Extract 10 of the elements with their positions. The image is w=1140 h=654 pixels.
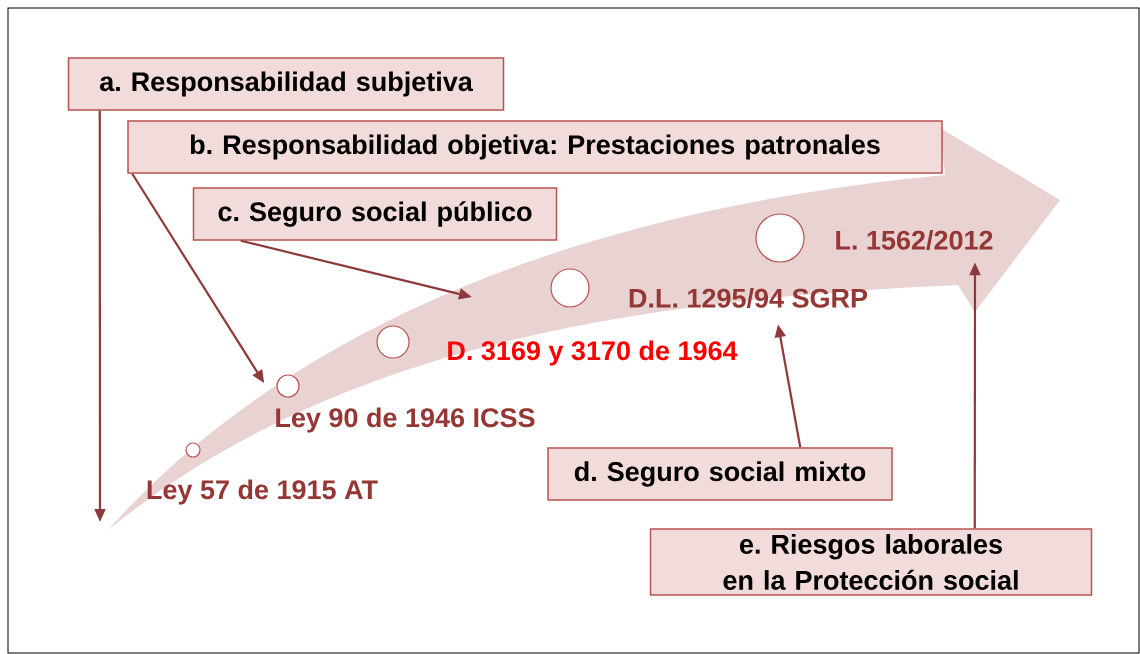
- timeline-label: Ley 57 de 1915 AT: [147, 479, 378, 505]
- label-box: b. Responsabilidad objetiva: Prestaciones patronales: [127, 120, 943, 174]
- timeline-label: D.L. 1295/94 SGRP: [629, 287, 868, 309]
- timeline-label: D. 3169 y 3170 de 1964: [448, 340, 738, 366]
- label-box: c. Seguro social público: [192, 187, 558, 241]
- timeline-label: L. 1562/2012: [836, 229, 993, 251]
- timeline-label: Ley 90 de 1946 ICSS: [276, 407, 535, 433]
- label-box: d. Seguro social mixto: [547, 447, 893, 501]
- label-box: e. Riesgos laborales en la Protección social: [649, 528, 1093, 596]
- label-box: a. Responsabilidad subjetiva: [67, 57, 505, 111]
